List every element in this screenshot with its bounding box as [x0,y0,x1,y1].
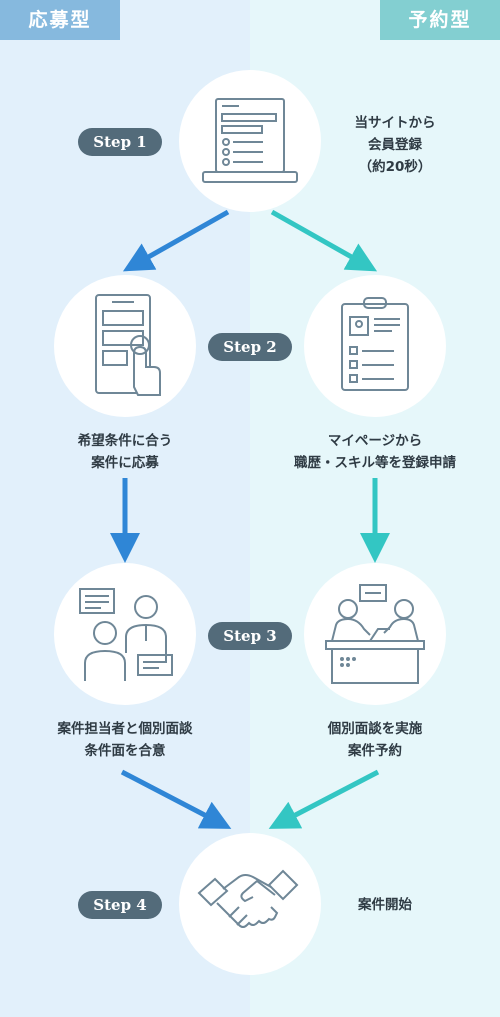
step-3-pill: Step 3 [208,622,292,650]
reserve-step-2-line-2: 職歴・スキル等を登録申請 [294,455,456,471]
reserve-step-2-line-1: マイページから [327,433,423,449]
step-1-line-2: 会員登録 [368,137,422,153]
meeting-desk-icon [325,584,425,684]
apply-step-2-circle [54,275,196,417]
arrow-reserve-to-step4 [268,769,380,829]
clipboard-profile-icon [341,297,409,391]
apply-step-2-line-2: 案件に応募 [91,455,159,471]
step-4-text: 案件開始 [358,897,412,913]
interview-icon [79,588,173,681]
step-4-circle [179,833,321,975]
step-1-circle [179,70,321,212]
reserve-step-2-circle [304,275,446,417]
tablet-tap-icon [95,294,161,396]
reserve-step-2-text: マイページから 職歴・スキル等を登録申請 [260,430,490,474]
step-1-text: 当サイトから 会員登録 （約20秒） [330,112,460,178]
apply-step-3-text: 案件担当者と個別面談 条件面を合意 [15,718,235,762]
reservation-type-tag: 予約型 [380,0,500,40]
arrow-apply-to-step4 [120,769,232,829]
step-1-line-3: （約20秒） [358,159,432,175]
apply-step-2-line-1: 希望条件に合う [77,433,173,449]
handshake-icon [197,869,299,928]
arrow-step1-to-reserve [270,209,378,272]
apply-step-3-line-1: 案件担当者と個別面談 [57,721,193,737]
step-1-line-1: 当サイトから [354,115,436,131]
step-4-pill: Step 4 [78,891,162,919]
laptop-form-icon [202,98,298,183]
arrow-step1-to-apply [122,209,230,272]
apply-step-3-circle [54,563,196,705]
reserve-step-3-circle [304,563,446,705]
reserve-step-3-text: 個別面談を実施 案件予約 [275,718,475,762]
apply-step-3-line-2: 条件面を合意 [84,743,166,759]
apply-step-2-text: 希望条件に合う 案件に応募 [25,430,225,474]
step-2-pill: Step 2 [208,333,292,361]
apply-type-tag: 応募型 [0,0,120,40]
reserve-step-3-line-1: 個別面談を実施 [327,721,423,737]
step-1-pill: Step 1 [78,128,162,156]
reserve-step-3-line-2: 案件予約 [348,743,402,759]
